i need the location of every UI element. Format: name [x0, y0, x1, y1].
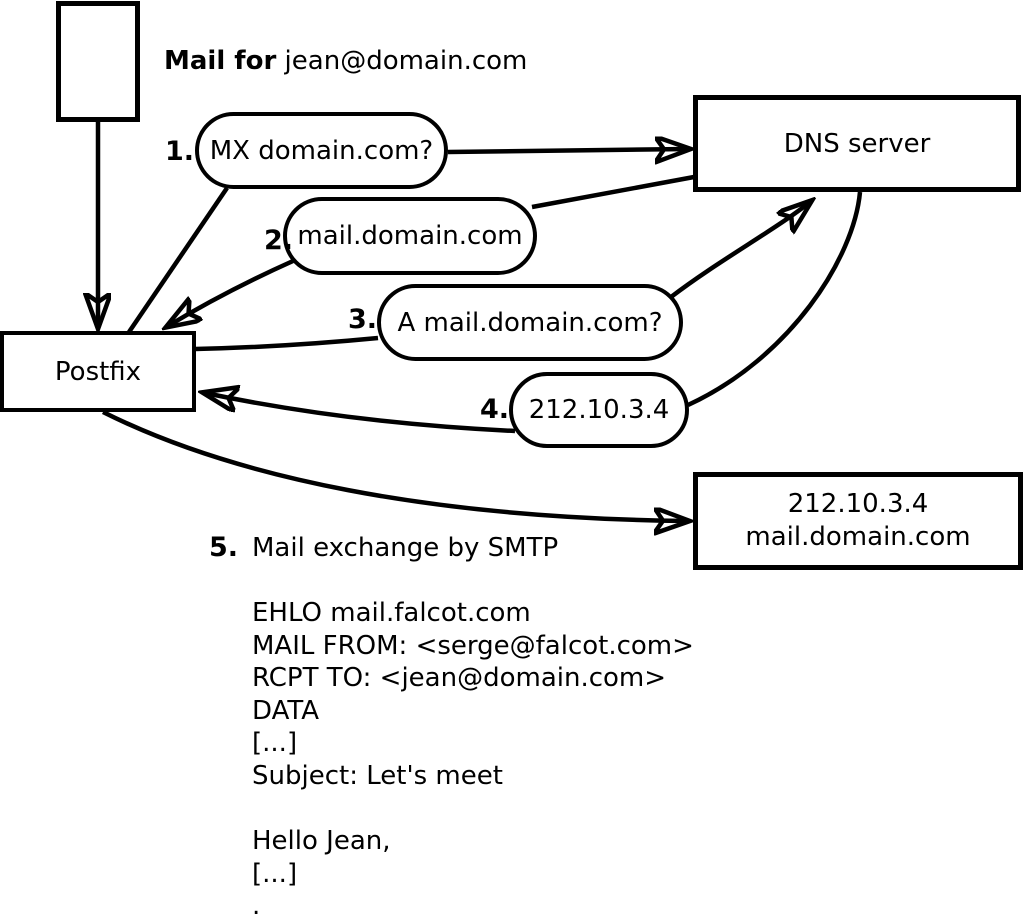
dns-to-reply2-line [531, 174, 695, 210]
postfix-label: Postfix [54, 356, 142, 387]
smtp-session-block: EHLO mail.falcot.com MAIL FROM: <serge@f… [252, 597, 694, 919]
dns-server-box: DNS server [693, 95, 1021, 192]
postfix-to-query1-line [127, 186, 229, 334]
smtp-exchange-arrow [101, 409, 687, 521]
query-a-pill: A mail.domain.com? [377, 284, 683, 361]
smtp-line: . [252, 891, 261, 919]
step-2-number: 2. [263, 225, 293, 256]
query3-to-dns-arrow [669, 202, 810, 299]
mail-client-box [56, 1, 140, 122]
dns-to-reply4-line [687, 191, 863, 408]
step-5-number: 5. [208, 532, 238, 563]
mail-caption-prefix: Mail for [164, 46, 277, 76]
step-5-label: Mail exchange by SMTP [252, 533, 559, 563]
query-mx-label: MX domain.com? [209, 135, 434, 166]
reply4-to-postfix-arrow [205, 393, 516, 434]
mail-server-hostname: mail.domain.com [745, 522, 971, 552]
mail-server-ip: 212.10.3.4 [787, 489, 929, 519]
smtp-line: Subject: Let's meet [252, 760, 503, 791]
reply-mx-label: mail.domain.com [297, 221, 523, 251]
mail-server-box: 212.10.3.4 mail.domain.com [693, 472, 1023, 570]
smtp-line: Hello Jean, [252, 826, 391, 857]
postfix-to-query3-line [194, 335, 379, 352]
query-mx-pill: MX domain.com? [195, 112, 448, 189]
reply-a-label: 212.10.3.4 [528, 395, 670, 425]
reply-mx-pill: mail.domain.com [283, 197, 537, 275]
step-3-number: 3. [347, 304, 377, 335]
step-1-number: 1. [164, 136, 194, 167]
query-a-label: A mail.domain.com? [397, 307, 663, 338]
smtp-line: DATA [252, 695, 319, 726]
postfix-box: Postfix [0, 331, 196, 412]
smtp-line: [...] [252, 728, 298, 759]
smtp-line: MAIL FROM: <serge@falcot.com> [252, 630, 694, 661]
smtp-line: RCPT TO: <jean@domain.com> [252, 663, 667, 694]
dns-server-label: DNS server [783, 128, 931, 159]
mail-caption-address: jean@domain.com [276, 46, 528, 76]
smtp-line: EHLO mail.falcot.com [252, 598, 531, 628]
mail-caption: Mail for jean@domain.com [164, 46, 527, 76]
query1-to-dns-arrow [447, 149, 688, 152]
reply-a-pill: 212.10.3.4 [509, 372, 689, 448]
smtp-line [252, 793, 694, 826]
smtp-line: [...] [252, 858, 298, 889]
reply2-to-postfix-arrow [168, 258, 294, 326]
step-4-number: 4. [479, 394, 509, 425]
